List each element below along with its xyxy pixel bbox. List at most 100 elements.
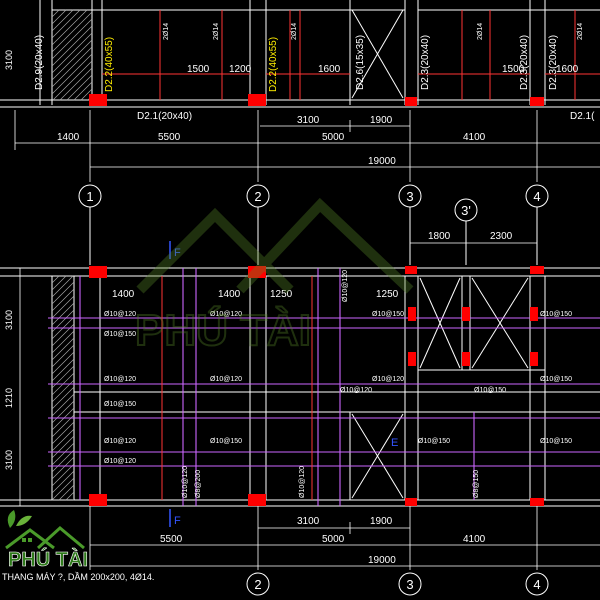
rebar-label: Ø10@120 [340,387,372,394]
beam-label: D2.1( [570,111,595,122]
rebar-label: Ø10@150 [104,401,136,408]
hatch-line [51,358,75,382]
dim: 1900 [370,115,393,126]
dim: 3100 [297,115,320,126]
hatch-line [51,428,75,452]
hatch-line [51,9,67,25]
hatch-line [66,74,93,101]
hatch-line [51,11,93,53]
rebar-label: 2Ø14 [577,23,584,40]
dim: 3100 [4,310,14,330]
dim: 1210 [4,388,14,408]
hatch-line [52,60,93,101]
bottom-left-dim-text: 3100 1210 3100 [4,310,14,470]
axis-labels-top: 1 2 3 3' 4 [86,189,540,218]
hatch-line [51,449,75,473]
dim: 5500 [158,132,181,143]
dim: 5000 [322,534,345,545]
beam-label: D2.2(40x55) [268,37,279,92]
section-mark: F [174,247,181,259]
hatch-line [51,295,75,319]
axis-label: 2 [254,189,261,204]
hatch-line [51,344,75,368]
dim: 3100 [297,516,320,527]
hatch-line [51,53,93,95]
top-columns [89,94,544,106]
dim: 1400 [112,289,135,300]
hatch-line [51,365,75,389]
hatch-line [51,309,75,333]
rebar-label: Ø10@120 [182,466,189,498]
hatch-line [51,9,74,32]
hatch-line [51,39,93,81]
dim: 3100 [4,450,14,470]
hatch-line [51,275,60,284]
leaf-logo-icon [5,510,85,550]
rebar-label: Ø10@120 [104,438,136,445]
hatch-line [51,302,75,326]
axis-label: 2 [254,577,261,592]
dim: 5500 [160,534,183,545]
rebar-label: Ø10@150 [210,438,242,445]
beam-label: D2.2(40x55) [104,37,115,92]
dim: 1250 [376,289,399,300]
top-hatch [51,9,93,101]
hatch-line [51,407,75,431]
hatch-line [51,323,75,347]
beam-label: D2.3(20x40) [548,35,559,90]
caption: THANG MÁY ?, DẦM 200x200, 4Ø14. [2,572,154,582]
top-rebar-labels: 2Ø14 2Ø14 2Ø14 2Ø14 2Ø14 [163,23,584,40]
beam-label: D2.1(20x40) [137,111,192,122]
rebar-label: Ø10@150 [418,438,450,445]
dim: 2300 [490,231,513,242]
hatch-line [51,9,88,46]
beam-label: D2.3(20x40) [519,35,530,90]
hatch-line [51,386,75,410]
section-mark: E [391,437,398,449]
hatch-line [51,379,75,403]
dim: 1600 [556,64,579,75]
mid-dimension-text: 1800 2300 [428,231,513,242]
hatch-line [58,484,75,501]
dim: 3100 [4,50,14,70]
axis-label: 3 [406,189,413,204]
beam-label: D2.6(15x35) [355,35,366,90]
dim: 1800 [428,231,451,242]
hatch-line [73,81,93,101]
rebar-label: Ø10@150 [104,331,136,338]
watermark-text: PHÚ TÀI [135,305,311,355]
hatch-line [51,18,93,60]
top-plan-labels: D2.9(20x40) D2.2(40x55) D2.2(40x55) D2.6… [34,35,559,92]
axis-bubbles-top [78,184,549,265]
hatch-line [51,477,75,501]
hatch-line [51,463,75,487]
hatch-line [51,456,75,480]
rebar-label: Ø10@150 [372,311,404,318]
house-watermark-icon [136,197,414,294]
hatch-line [51,435,75,459]
hatch-line [51,351,75,375]
rebar-label: Ø10@120 [104,311,136,318]
hatch-line [51,275,74,298]
hatch-line [51,9,81,39]
logo-text: PHÚ TÀI [8,547,88,571]
rebar-label: Ø10@150 [540,311,572,318]
bottom-vertical-rebar-labels: Ø10@120 Ø10@120 Ø8@200 Ø10@120 Ø8@150 [182,270,480,498]
dim: 1400 [57,132,80,143]
rebar-label: Ø10@120 [210,311,242,318]
rebar-label: Ø10@120 [104,376,136,383]
rebar-label: 2Ø14 [291,23,298,40]
hatch-line [51,288,75,312]
rebar-label: Ø10@120 [210,376,242,383]
bottom-rebar-labels: Ø10@120 Ø10@150 Ø10@120 Ø10@150 Ø10@120 … [104,311,572,465]
top-bottom-beam-labels: D2.1(20x40) D2.1( [137,111,595,122]
rebar-label: Ø10@120 [342,270,349,302]
hatch-line [51,25,93,67]
dim: 19000 [368,156,396,167]
hatch-line [51,337,75,361]
rebar-label: 2Ø14 [213,23,220,40]
dim: 1250 [270,289,293,300]
hatch-line [51,414,75,438]
axis-label: 1 [86,189,93,204]
